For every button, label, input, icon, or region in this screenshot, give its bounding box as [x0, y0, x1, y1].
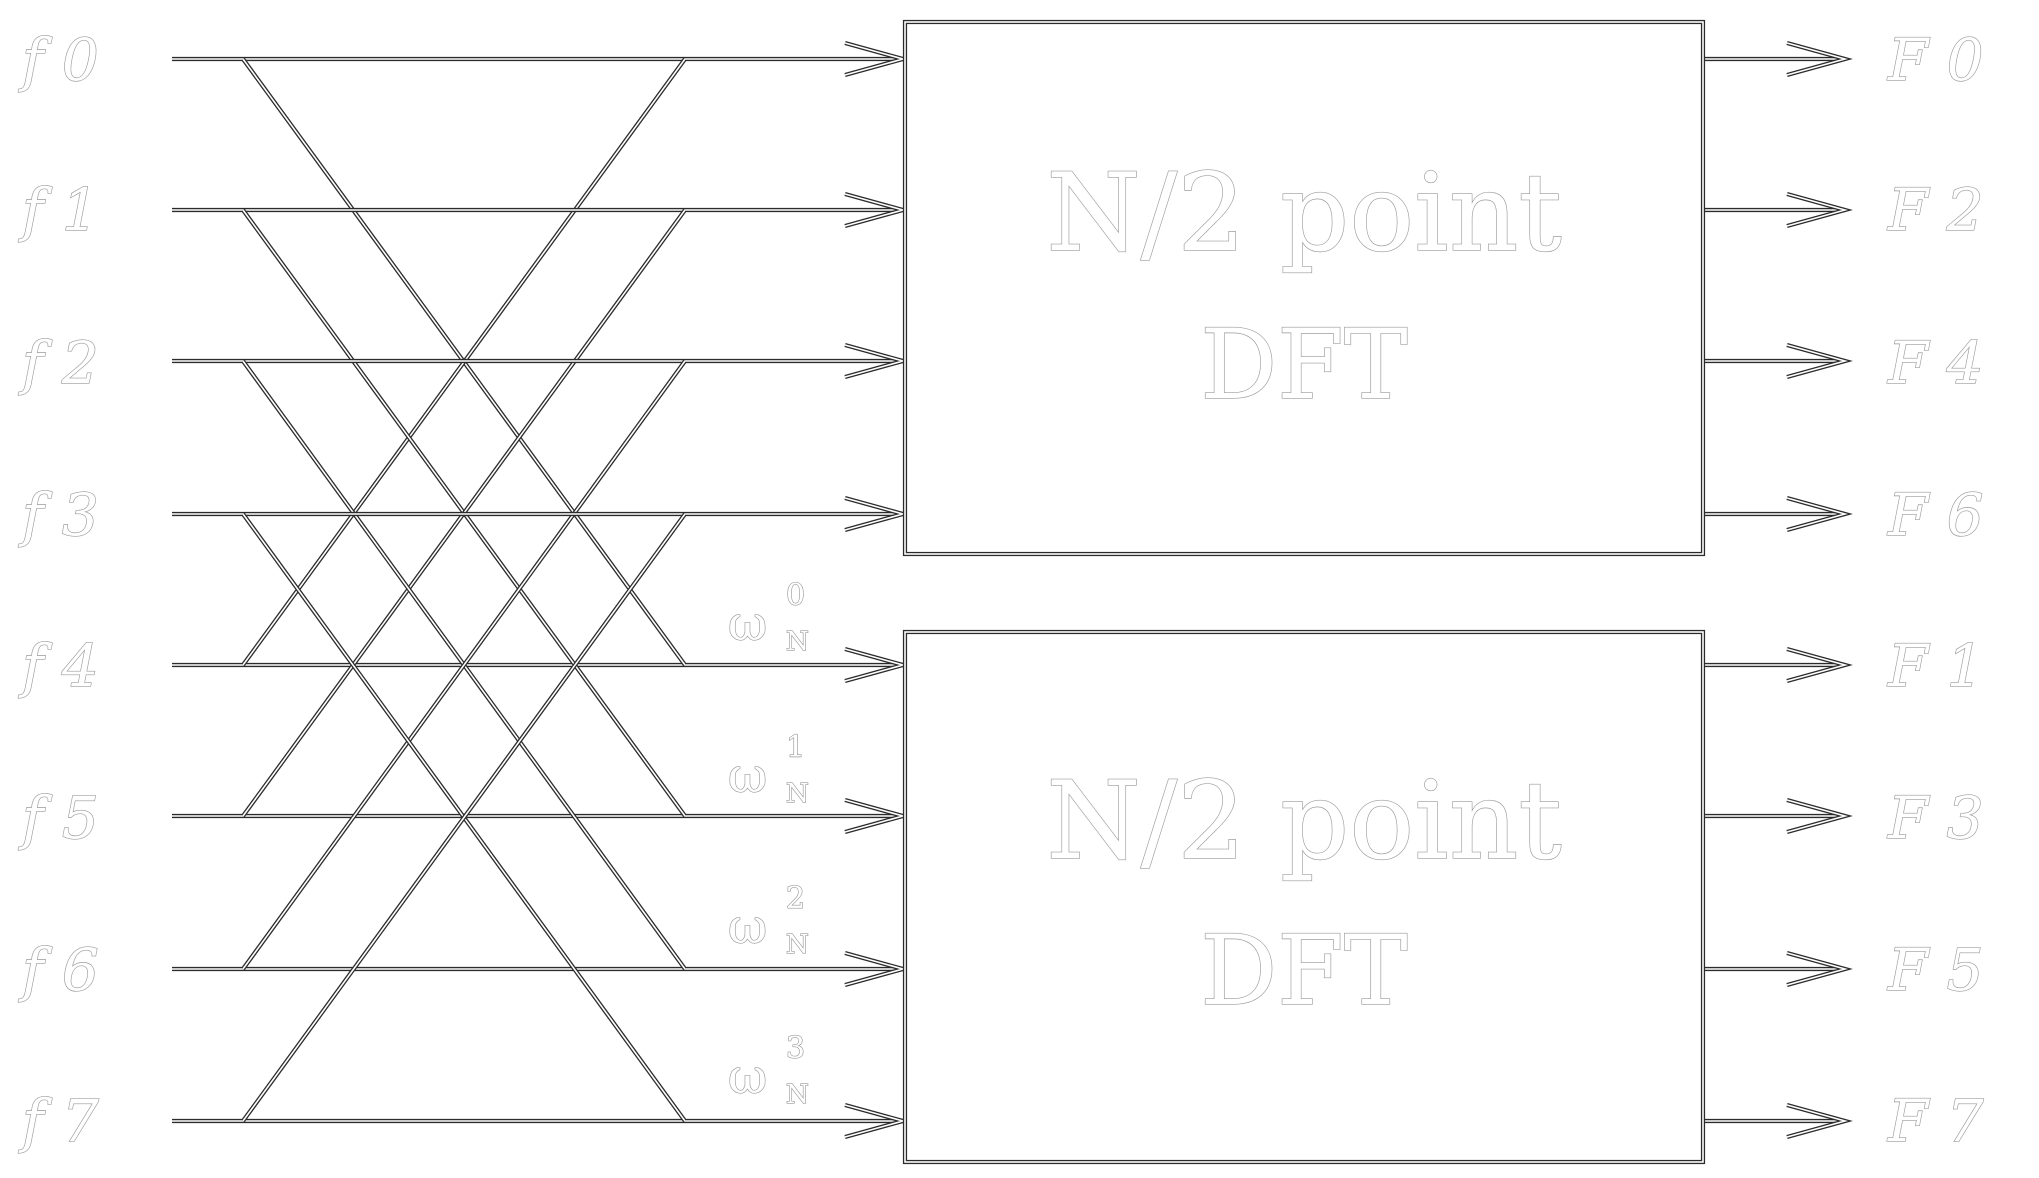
- dft-box-bottom: N/2 point DFT: [902, 629, 1706, 1165]
- dft-box-title: N/2 point: [1046, 759, 1562, 884]
- dft-box-title: N/2 point: [1046, 151, 1562, 276]
- input-label: f 5: [18, 784, 99, 852]
- twiddle-exponent: 0: [786, 578, 805, 613]
- twiddle-factor: ω 3 N: [727, 1030, 809, 1110]
- output-arrow-inner: [1786, 799, 1849, 833]
- output-label: F 5: [1887, 936, 1984, 1004]
- output-arrow-inner: [1786, 497, 1849, 531]
- twiddle-exponent: 2: [786, 881, 805, 916]
- twiddle-exponent: 3: [786, 1031, 805, 1066]
- output-label: F 7: [1887, 1087, 1984, 1155]
- twiddle-base: ω: [728, 899, 767, 955]
- butterfly-diagonal-inner: [242, 513, 686, 1122]
- output-label: F 3: [1887, 784, 1984, 852]
- output-arrow-inner: [1786, 952, 1849, 986]
- input-label: f 3: [18, 481, 99, 549]
- output-label: F 6: [1887, 481, 1984, 549]
- input-label: f 6: [18, 936, 99, 1004]
- input-label: f 0: [18, 26, 99, 94]
- butterfly-diagonal-inner: [242, 360, 686, 970]
- output-arrow-inner: [1786, 648, 1849, 682]
- output-arrow-inner: [1786, 344, 1849, 378]
- dft-box-subtitle: DFT: [1200, 915, 1408, 1027]
- twiddle-exponent: 1: [786, 730, 805, 765]
- twiddle-subscript: N: [786, 1080, 809, 1110]
- twiddle-base: ω: [728, 748, 767, 804]
- output-labels: F 0 F 2 F 4 F 6 F 1 F 3 F 5 F 7: [1886, 25, 1984, 1155]
- output-label: F 2: [1887, 176, 1984, 244]
- twiddle-subscript: N: [786, 627, 809, 657]
- twiddle-factors: ω 0 N ω 1 N ω 2 N ω 3 N: [727, 577, 809, 1110]
- twiddle-factor: ω 1 N: [727, 729, 809, 809]
- input-label: f 2: [18, 329, 99, 397]
- output-arrow-inner: [1786, 42, 1849, 76]
- twiddle-subscript: N: [786, 930, 809, 960]
- output-label: F 0: [1887, 26, 1984, 94]
- input-label: f 7: [18, 1087, 99, 1155]
- twiddle-base: ω: [728, 596, 767, 652]
- twiddle-subscript: N: [786, 779, 809, 809]
- input-labels: f 0 f 1 f 2 f 3 f 4 f 5 f 6 f 7: [17, 25, 99, 1155]
- input-label: f 1: [18, 176, 99, 244]
- dft-box-top: N/2 point DFT: [902, 19, 1706, 557]
- output-label: F 1: [1887, 632, 1984, 700]
- output-arrow-inner: [1786, 193, 1849, 227]
- twiddle-factor: ω 2 N: [727, 880, 809, 960]
- twiddle-factor: ω 0 N: [727, 577, 809, 657]
- twiddle-base: ω: [728, 1049, 767, 1105]
- dft-box-subtitle: DFT: [1200, 309, 1408, 421]
- output-label: F 4: [1887, 329, 1984, 397]
- input-label: f 4: [18, 632, 99, 700]
- output-arrow-inner: [1786, 1104, 1849, 1138]
